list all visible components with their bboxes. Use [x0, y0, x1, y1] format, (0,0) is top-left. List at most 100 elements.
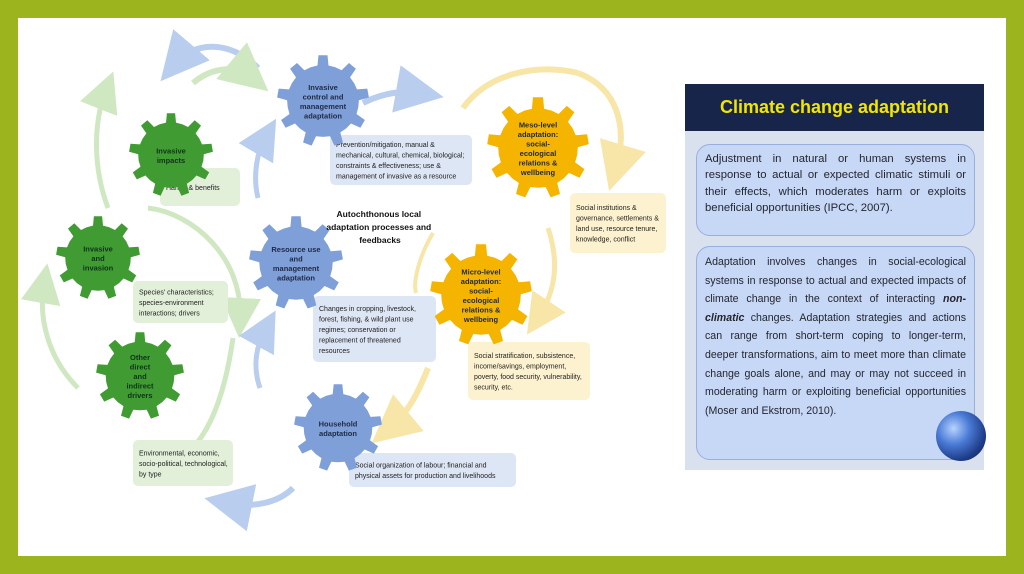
annotation-box-bg — [313, 296, 436, 362]
annotation-box-line: Environmental, economic, — [139, 450, 220, 457]
gear-label-line: ecological — [463, 296, 500, 305]
gear-shape — [129, 113, 213, 196]
gear-label-line: invasion — [83, 264, 114, 273]
annotation-box-changes-cropping: Changes in cropping, livestock, forest, f… — [313, 296, 436, 362]
center-label: Autochthonous local adaptation processes… — [326, 209, 433, 245]
gear-label-line: Resource use — [271, 245, 320, 254]
annotation-box-line: forest, fishing, & wild plant use — [319, 316, 414, 323]
annotation-box-bg — [133, 281, 228, 323]
feedback-arrow — [204, 484, 296, 532]
definition-ipcc-text: Adjustment in natural or human systems i… — [705, 153, 966, 214]
feedback-arrow — [460, 66, 579, 110]
annotation-box-line: land use, resource tenure, — [576, 226, 657, 233]
gear-label-line: management — [273, 264, 320, 273]
feedback-arrow — [160, 29, 261, 82]
annotation-box-bg — [570, 193, 666, 253]
gear-label-line: wellbeing — [520, 168, 556, 177]
definition-moser-ekstrom: Adaptation involves changes in social-ec… — [696, 246, 975, 460]
feedback-arrow — [526, 227, 566, 335]
gear-label-line: Meso-level — [519, 120, 557, 129]
annotation-box-line: Changes in cropping, livestock, — [319, 306, 416, 313]
definition-emphasis: non-climatic — [705, 293, 966, 324]
annotation-box-line: security, etc. — [474, 385, 513, 392]
definition-part-b: changes. Adaptation strategies and actio… — [705, 311, 966, 417]
annotation-box-line: socio-political, technological, — [139, 461, 228, 468]
annotation-box-line: Social stratification, subsistence, — [474, 353, 575, 360]
gear-label-line: ecological — [520, 149, 557, 158]
gear-shape — [249, 216, 343, 309]
gear-meso-level: Meso-leveladaptation:social-ecologicalre… — [487, 97, 589, 198]
annotation-box-line: poverty, food security, vulnerability, — [474, 374, 582, 381]
feedback-arrow — [238, 118, 277, 199]
annotation-box-line: replacement of threatened — [319, 337, 401, 344]
annotation-box-line: Social institutions & — [576, 205, 637, 212]
gear-label-line: wellbeing — [463, 315, 499, 324]
gear-label-line: indirect — [126, 382, 154, 391]
gear-shape — [277, 55, 369, 146]
gear-label-line: social- — [469, 286, 493, 295]
annotation-box-bg — [349, 453, 516, 487]
annotation-box-social-stratification: Social stratification, subsistence, incom… — [468, 342, 590, 400]
annotation-box-line: Harms & benefits — [166, 185, 220, 192]
gear-label-line: Household — [319, 419, 358, 428]
gear-label-line: Invasive — [156, 146, 186, 155]
gear-shape — [294, 384, 382, 471]
panel-title: Climate change adaptation — [685, 84, 984, 131]
feedback-arrow — [576, 70, 646, 191]
annotation-box-line: interactions; drivers — [139, 310, 200, 317]
gear-label-line: adaptation — [319, 429, 357, 438]
annotation-box-line: Species' characteristics; — [139, 289, 214, 296]
annotation-box-line: physical assets for production and livel… — [355, 473, 496, 480]
annotation-box-line: income/savings, employment, — [474, 364, 566, 371]
gear-shape — [430, 244, 532, 345]
annotation-box-line: constraints & effectiveness; use & — [336, 163, 441, 170]
gear-label-line: and — [91, 254, 105, 263]
gear-label-line: management — [300, 102, 347, 111]
gear-label-line: direct — [130, 363, 151, 372]
feedback-arrow — [20, 263, 80, 390]
gear-label-line: adaptation — [304, 111, 342, 120]
gear-micro-level: Micro-leveladaptation:social-ecologicalr… — [430, 244, 532, 345]
globe-icon — [936, 411, 986, 461]
feedback-arrow — [371, 366, 431, 444]
feedback-arrow — [80, 71, 118, 209]
gear-label-line: Invasive — [308, 83, 338, 92]
annotation-box-bg — [468, 342, 590, 400]
feedback-arrow — [191, 42, 269, 92]
gear-shape — [487, 97, 589, 198]
gear-label-line: relations & — [462, 305, 501, 314]
definition-part-a: Adaptation involves changes in social-ec… — [705, 256, 966, 306]
gear-label-line: adaptation: — [461, 277, 501, 286]
gear-label-line: relations & — [519, 158, 558, 167]
gear-label-line: drivers — [127, 391, 152, 400]
feedback-arrow — [238, 310, 276, 389]
gear-label-line: control and — [303, 92, 344, 101]
annotation-box-prevention-mitigation: Prevention/mitigation, manual & mechanica… — [330, 135, 472, 185]
gear-shape — [96, 332, 184, 419]
annotation-box-line: resources — [319, 348, 350, 355]
climate-adaptation-panel: Climate change adaptation Adjustment in … — [685, 84, 984, 470]
gear-label-line: impacts — [157, 156, 185, 165]
annotation-box-line: mechanical, cultural, chemical, biologic… — [336, 153, 464, 160]
annotation-box-bg — [330, 135, 472, 185]
annotation-box-line: species-environment — [139, 300, 204, 307]
annotation-box-environmental-drivers: Environmental, economic, socio-political,… — [133, 440, 233, 486]
annotation-box-species-characteristics: Species' characteristics; species-environ… — [133, 281, 228, 323]
annotation-box-line: regimes; conservation or — [319, 327, 396, 334]
annotation-box-line: governance, settlements & — [576, 216, 659, 223]
annotation-box-social-institutions: Social institutions & governance, settlem… — [570, 193, 666, 253]
annotation-box-line: knowledge, conflict — [576, 237, 635, 244]
annotation-box-social-organization: Social organization of labour; financial… — [349, 453, 516, 487]
gear-label-line: social- — [526, 139, 550, 148]
annotation-box-line: Prevention/mitigation, manual & — [336, 142, 435, 149]
gear-label-line: and — [133, 372, 147, 381]
gear-label-line: and — [289, 254, 303, 263]
feedback-arrow — [413, 231, 435, 294]
